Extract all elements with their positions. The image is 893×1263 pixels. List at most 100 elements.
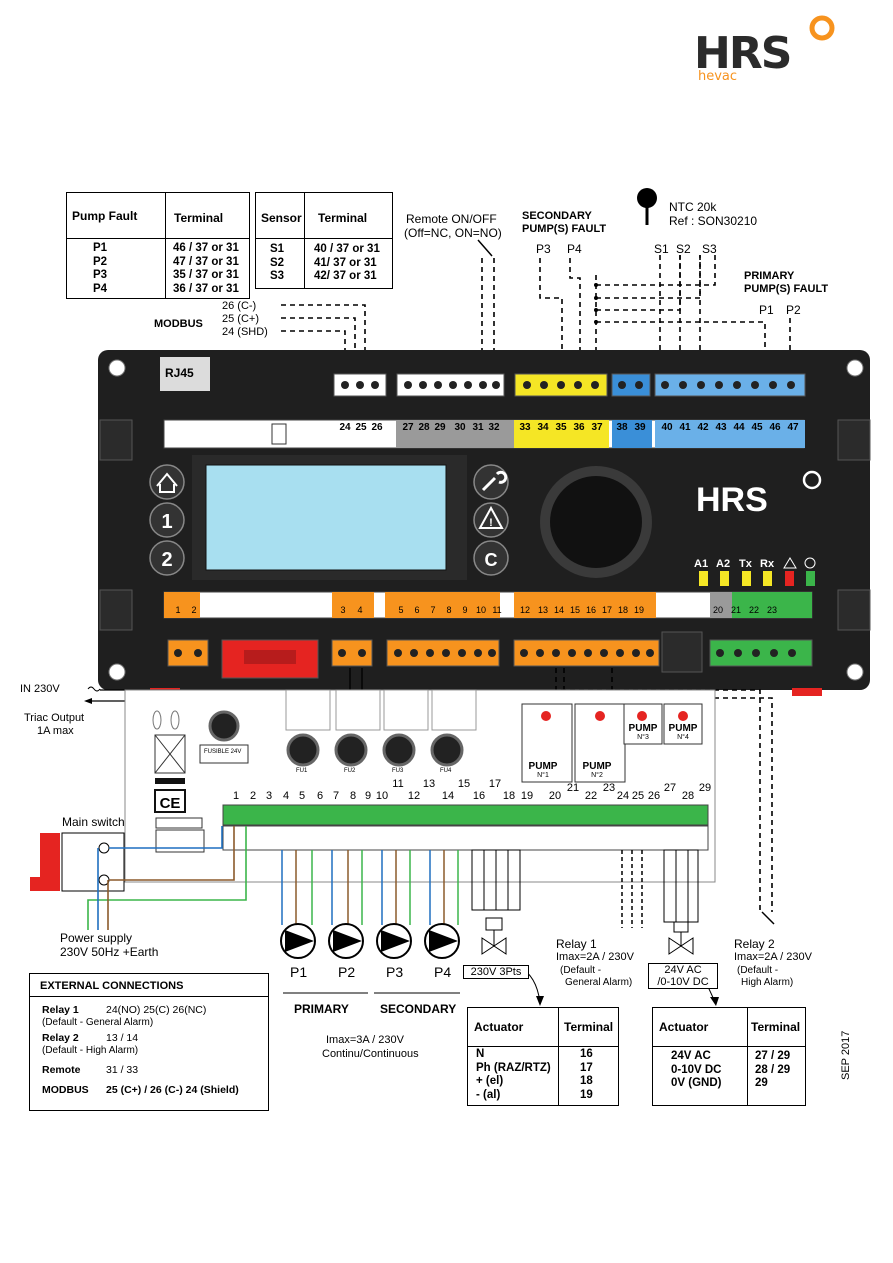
- external-row-label: (Default - General Alarm): [42, 1017, 154, 1028]
- sensor-terminal-header: Terminal: [318, 211, 368, 225]
- rj45-label: RJ45: [165, 366, 194, 380]
- svg-text:CE: CE: [160, 795, 181, 812]
- actuator2-terminal-header: Terminal: [751, 1020, 801, 1034]
- top-terminal-number: 40: [661, 422, 673, 433]
- mid-terminal-number: 9: [462, 605, 468, 615]
- p1-label: P1: [759, 303, 774, 317]
- board-terminal-number: 29: [698, 782, 712, 794]
- primary-fault-label-1: PRIMARY: [744, 270, 795, 282]
- svg-text:C: C: [485, 550, 498, 570]
- secondary-fault-label-2: PUMP(S) FAULT: [522, 223, 607, 235]
- remote-sub-label: (Off=NC, ON=NO): [404, 226, 502, 240]
- sensor-header: Sensor: [261, 211, 302, 225]
- mid-terminal-number: 5: [398, 605, 404, 615]
- actuator1-terminal-cell: 17: [580, 1061, 593, 1074]
- mid-terminal-number: 12: [519, 605, 530, 615]
- top-terminal-number: 41: [679, 422, 691, 433]
- pump-fault-terminal-cell: 35 / 37 or 31: [173, 269, 239, 281]
- relay2-label-2: Imax=2A / 230V: [734, 951, 812, 963]
- fuse-label: FU1: [296, 768, 308, 774]
- actuator2-name-cell: 0V (GND): [671, 1077, 722, 1089]
- led-rx-label: Rx: [760, 558, 775, 570]
- power-supply-label-1: Power supply: [60, 931, 133, 945]
- actuator1-name-cell: + (el): [476, 1075, 504, 1087]
- mid-terminal-number: 3: [340, 605, 346, 615]
- actuator1-name-cell: Ph (RAZ/RTZ): [476, 1061, 551, 1074]
- pump-label: P1: [290, 964, 308, 980]
- board-terminal-number: 17: [488, 778, 502, 790]
- board-terminal-number: 27: [663, 782, 677, 794]
- imax-label: Imax=3A / 230V: [326, 1034, 404, 1046]
- board-terminal-number: 9: [364, 790, 372, 802]
- external-row-value: 13 / 14: [106, 1032, 139, 1044]
- top-terminal-number: 32: [488, 422, 500, 433]
- main-switch-label: Main switch: [62, 815, 125, 829]
- primary-fault-label-2: PUMP(S) FAULT: [744, 283, 829, 295]
- external-row-label: MODBUS: [42, 1084, 89, 1096]
- logo-brand-text: HRS: [694, 28, 792, 79]
- pump-module-label: PUMP: [668, 723, 698, 734]
- mid-terminal-number: 17: [601, 605, 612, 615]
- logo-mark: [809, 15, 835, 41]
- board-terminal-number: 3: [265, 790, 273, 802]
- modbus-c-plus-label: 25 (C+): [222, 313, 259, 325]
- s2-label: S2: [676, 242, 691, 256]
- remote-label: Remote ON/OFF: [406, 212, 497, 226]
- external-row-value: 24(NO) 25(C) 26(NC): [106, 1004, 207, 1016]
- board-terminal-number: 2: [249, 790, 257, 802]
- led-a2-label: A2: [716, 558, 731, 570]
- actuator2-terminal-cell: 28 / 29: [755, 1063, 791, 1076]
- top-terminal-number: 29: [434, 422, 446, 433]
- primary-label: PRIMARY: [294, 1002, 349, 1016]
- top-terminal-number: 43: [715, 422, 727, 433]
- p4-label: P4: [567, 242, 582, 256]
- top-terminal-number: 28: [418, 422, 430, 433]
- fuse-label: FU2: [344, 768, 356, 774]
- fusible-label: FUSIBLE 24V: [204, 749, 242, 755]
- board-terminal-number: 28: [681, 790, 695, 802]
- relay1-label-2: Imax=2A / 230V: [556, 951, 634, 963]
- sensor-name-cell: S1: [270, 243, 285, 255]
- sensor-name-cell: S2: [270, 256, 285, 269]
- s3-label: S3: [702, 242, 717, 256]
- led-tx-label: Tx: [739, 558, 752, 570]
- board-terminal-number: 23: [602, 782, 616, 794]
- external-row-value: 31 / 33: [106, 1064, 139, 1076]
- pump-fault-terminal-cell: 36 / 37 or 31: [173, 282, 239, 295]
- mid-terminal-number: 6: [414, 605, 420, 615]
- board-terminal-number: 4: [282, 790, 290, 802]
- pump-module-number: N°4: [677, 734, 689, 741]
- mid-terminal-number: 2: [191, 605, 197, 615]
- pump-label: P3: [386, 964, 404, 980]
- top-terminal-number: 38: [616, 422, 628, 433]
- actuator2-header: Actuator: [659, 1020, 709, 1034]
- p2-label: P2: [786, 303, 801, 317]
- v24ac-box: 24V AC /0-10V DC: [648, 963, 718, 989]
- board-terminal-number: 8: [349, 790, 357, 802]
- mid-terminal-number: 10: [475, 605, 486, 615]
- board-terminal-number: 15: [457, 778, 471, 790]
- actuator2-terminal-cell: 29: [755, 1077, 768, 1089]
- top-terminal-number: 37: [591, 422, 603, 433]
- mid-terminal-number: 20: [712, 605, 723, 615]
- board-terminal-number: 6: [316, 790, 324, 802]
- sensor-terminal-cell: 40 / 37 or 31: [314, 243, 380, 255]
- top-terminal-number: 25: [355, 422, 367, 433]
- board-terminal-number: 7: [332, 790, 340, 802]
- top-terminal-number: 39: [634, 422, 646, 433]
- actuator1-terminal-cell: 16: [580, 1048, 593, 1060]
- pump-label: P4: [434, 964, 452, 980]
- pump-fault-pump-cell: P4: [93, 282, 108, 295]
- modbus-shd-label: 24 (SHD): [222, 326, 268, 338]
- mid-terminal-number: 11: [492, 605, 502, 615]
- ntc-label-1: NTC 20k: [669, 200, 717, 214]
- actuator2-name-cell: 0-10V DC: [671, 1063, 722, 1076]
- board-terminal-number: 11: [392, 778, 404, 790]
- pump-module-label: PUMP: [628, 723, 658, 734]
- pump-fault-terminal-cell: 47 / 37 or 31: [173, 255, 239, 268]
- top-terminal-number: 31: [472, 422, 484, 433]
